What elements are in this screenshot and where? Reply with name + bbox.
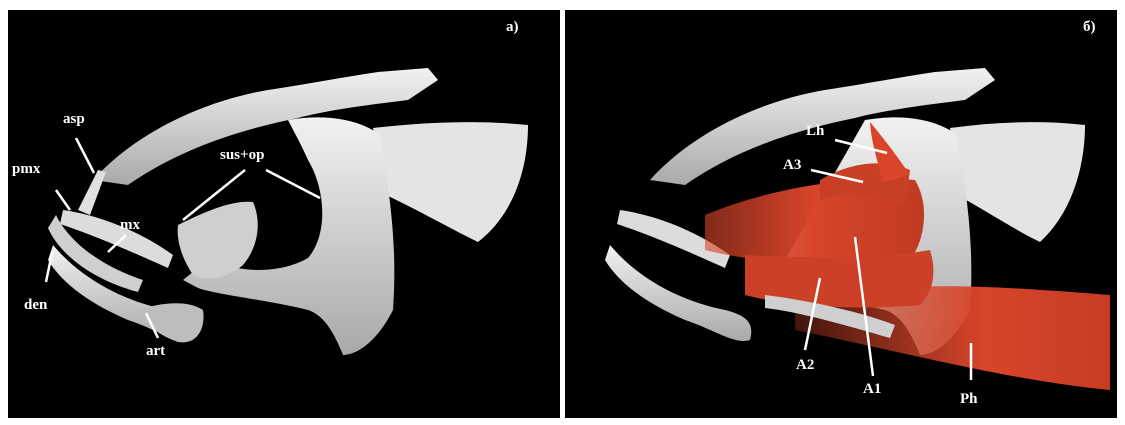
skull-render-a xyxy=(8,10,560,418)
ascending-process xyxy=(78,170,106,215)
label-a3: A3 xyxy=(783,158,801,173)
label-ph: Ph xyxy=(960,392,978,407)
panel-a: а) asp pmx mx den art sus+op xyxy=(8,10,560,418)
panel-b: б) Lh A3 A2 A1 Ph xyxy=(565,10,1117,418)
label-den: den xyxy=(24,298,47,313)
label-art: art xyxy=(146,344,165,359)
articular xyxy=(138,303,204,342)
panel-letter-b: б) xyxy=(1083,20,1096,35)
opercle xyxy=(373,122,528,242)
label-mx: mx xyxy=(120,218,140,233)
label-a2: A2 xyxy=(796,358,814,373)
label-pmx: pmx xyxy=(12,162,40,177)
skull-render-b xyxy=(565,10,1117,418)
label-a1: A1 xyxy=(863,382,881,397)
panel-letter-a: а) xyxy=(506,20,519,35)
label-sus-op: sus+op xyxy=(220,148,264,163)
label-asp: asp xyxy=(63,112,85,127)
label-lh: Lh xyxy=(806,124,824,139)
